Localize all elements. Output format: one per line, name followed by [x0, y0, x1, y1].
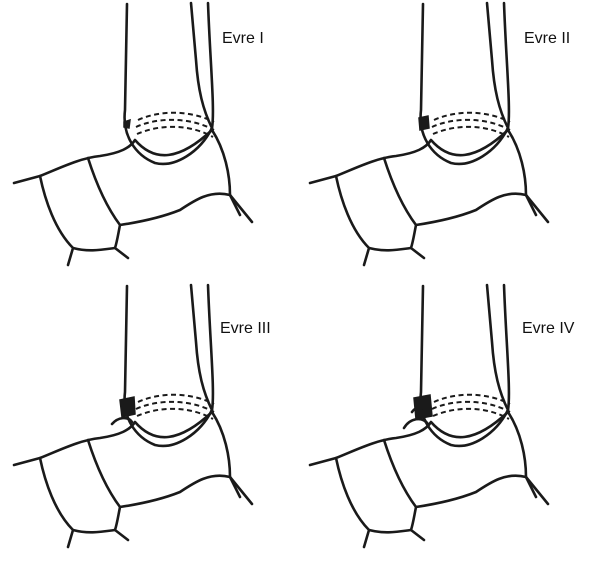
stage-label: Evre III — [220, 320, 271, 338]
fragment-mark — [419, 116, 429, 130]
fragment-mark — [120, 397, 135, 417]
stage-2-panel: Evre II — [296, 0, 592, 281]
stage-label: Evre II — [524, 30, 570, 48]
stage-1-panel: Evre I — [0, 0, 296, 281]
stage-label: Evre IV — [522, 320, 574, 338]
fragment-mark — [124, 120, 130, 128]
stage-3-panel: Evre III — [0, 282, 296, 563]
displaced-fragment — [404, 419, 428, 428]
stage-label: Evre I — [222, 30, 264, 48]
stage-4-panel: Evre IV — [296, 282, 592, 563]
